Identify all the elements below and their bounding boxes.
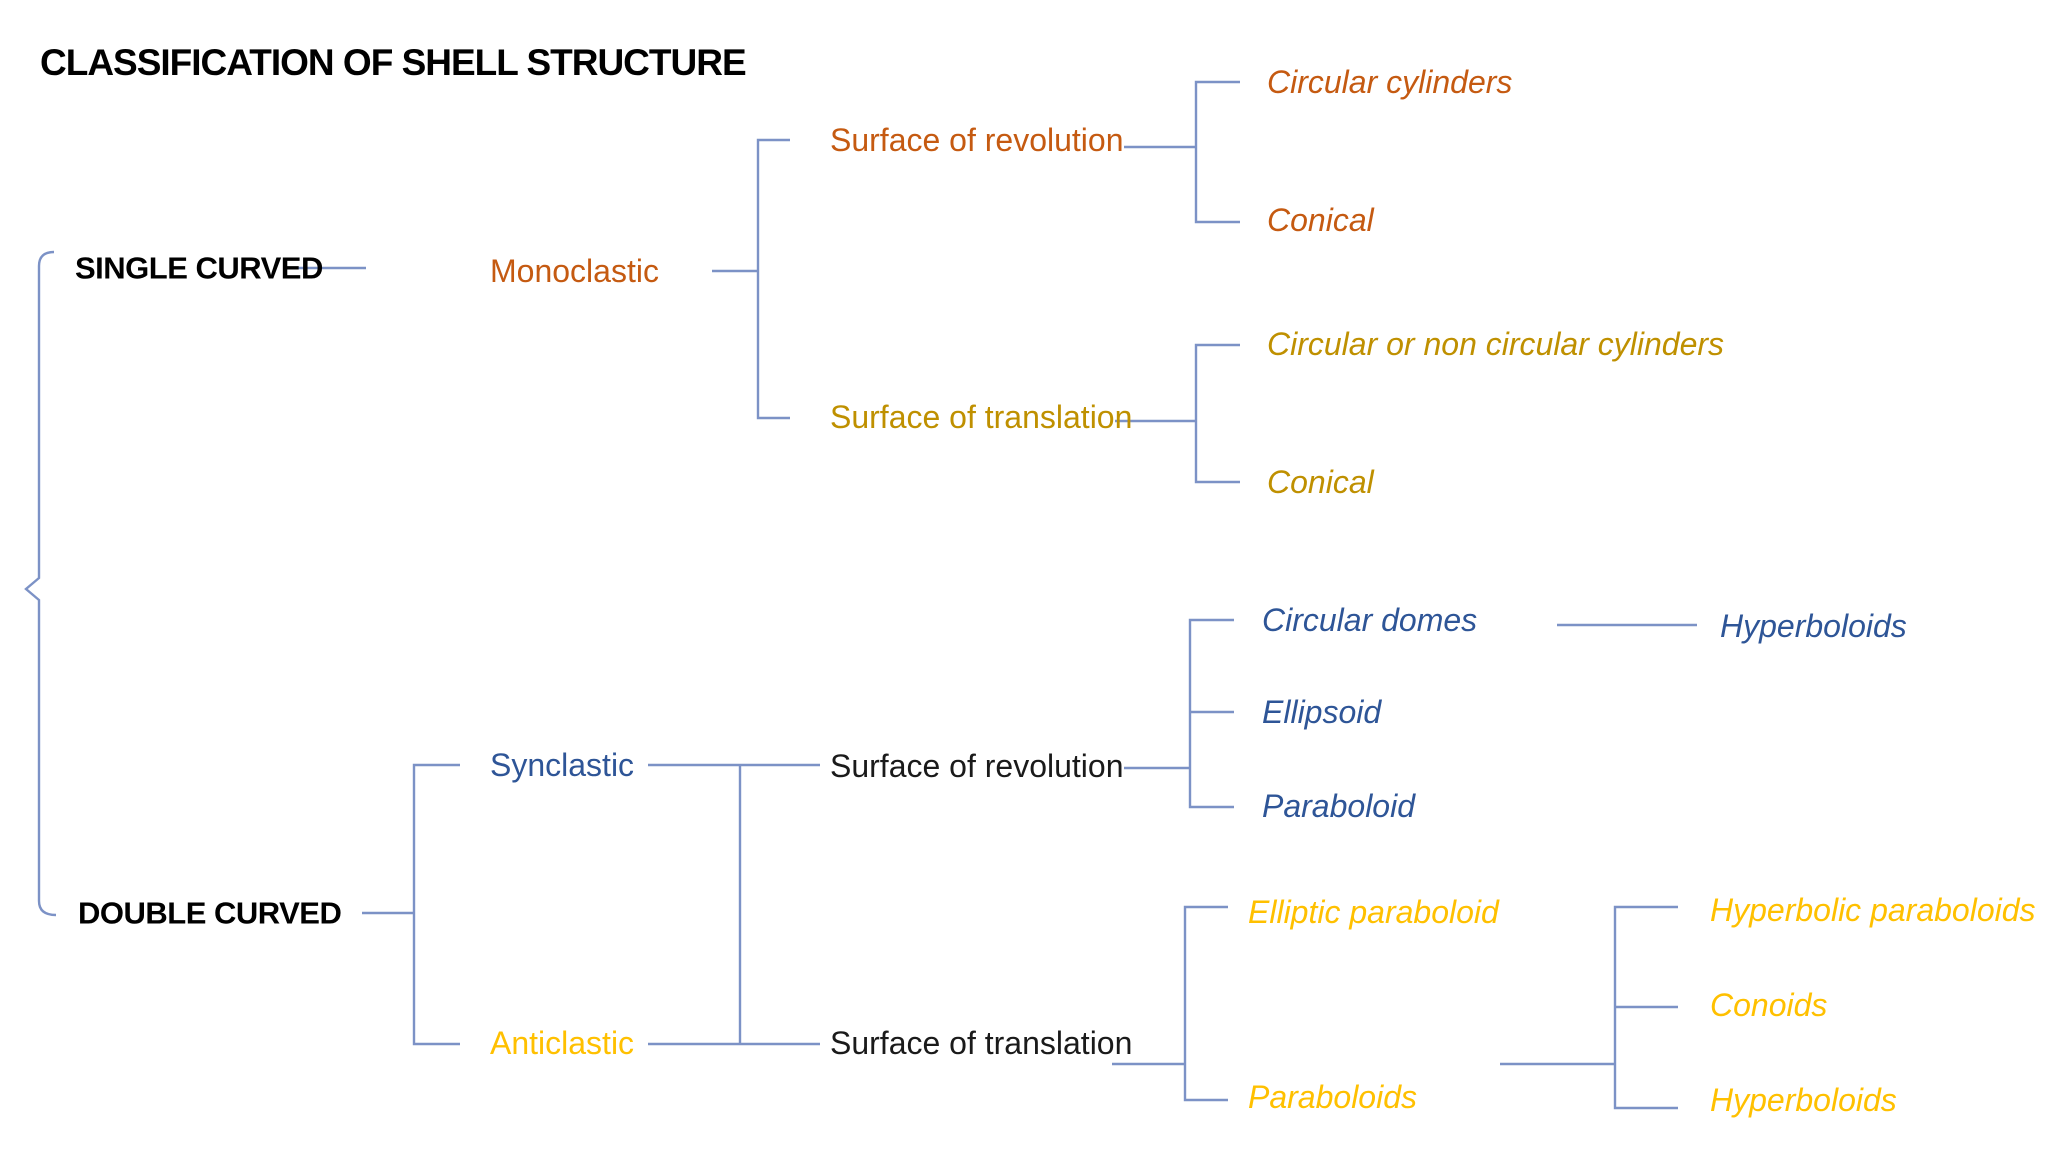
node-anticlastic: Anticlastic [490,1025,635,1061]
bracket-sub-children [1613,905,1678,1110]
bracket-syn-anti [412,763,460,1046]
node-circular-cylinders: Circular cylinders [1267,64,1513,100]
brace-single-double [24,250,57,917]
bracket-monoclastic [756,138,790,420]
node-elliptic-paraboloid: Elliptic paraboloid [1248,894,1499,930]
node-monoclastic: Monoclastic [490,253,659,289]
node-circular-or-non-circular-cylinders: Circular or non circular cylinders [1267,326,1725,362]
node-circular-domes: Circular domes [1262,602,1478,638]
page-title: CLASSIFICATION OF SHELL STRUCTURE [40,42,747,83]
bracket-sot2-children [1183,905,1228,1102]
bracket-sot1-children [1194,343,1240,484]
node-surface-of-translation-double: Surface of translation [830,1025,1133,1061]
node-conical-translation: Conical [1267,464,1374,500]
node-surface-of-revolution-single: Surface of revolution [830,122,1124,158]
bracket-sor1-children [1194,80,1240,224]
node-paraboloid: Paraboloid [1262,788,1415,824]
node-conical-revolution: Conical [1267,202,1374,238]
node-synclastic: Synclastic [490,747,635,783]
node-double-curved: DOUBLE CURVED [78,895,342,931]
bracket-sor2-children [1188,618,1234,809]
node-hyperbolic-paraboloids: Hyperbolic paraboloids [1710,892,2036,928]
node-hyperboloids-sub: Hyperboloids [1710,1082,1897,1118]
node-surface-of-revolution-double: Surface of revolution [830,748,1124,784]
node-surface-of-translation-single: Surface of translation [830,399,1133,435]
node-conoids: Conoids [1710,987,1828,1023]
node-ellipsoid: Ellipsoid [1262,694,1382,730]
node-paraboloids: Paraboloids [1248,1079,1417,1115]
node-single-curved: SINGLE CURVED [75,250,323,286]
node-hyperboloids-domes: Hyperboloids [1720,608,1907,644]
